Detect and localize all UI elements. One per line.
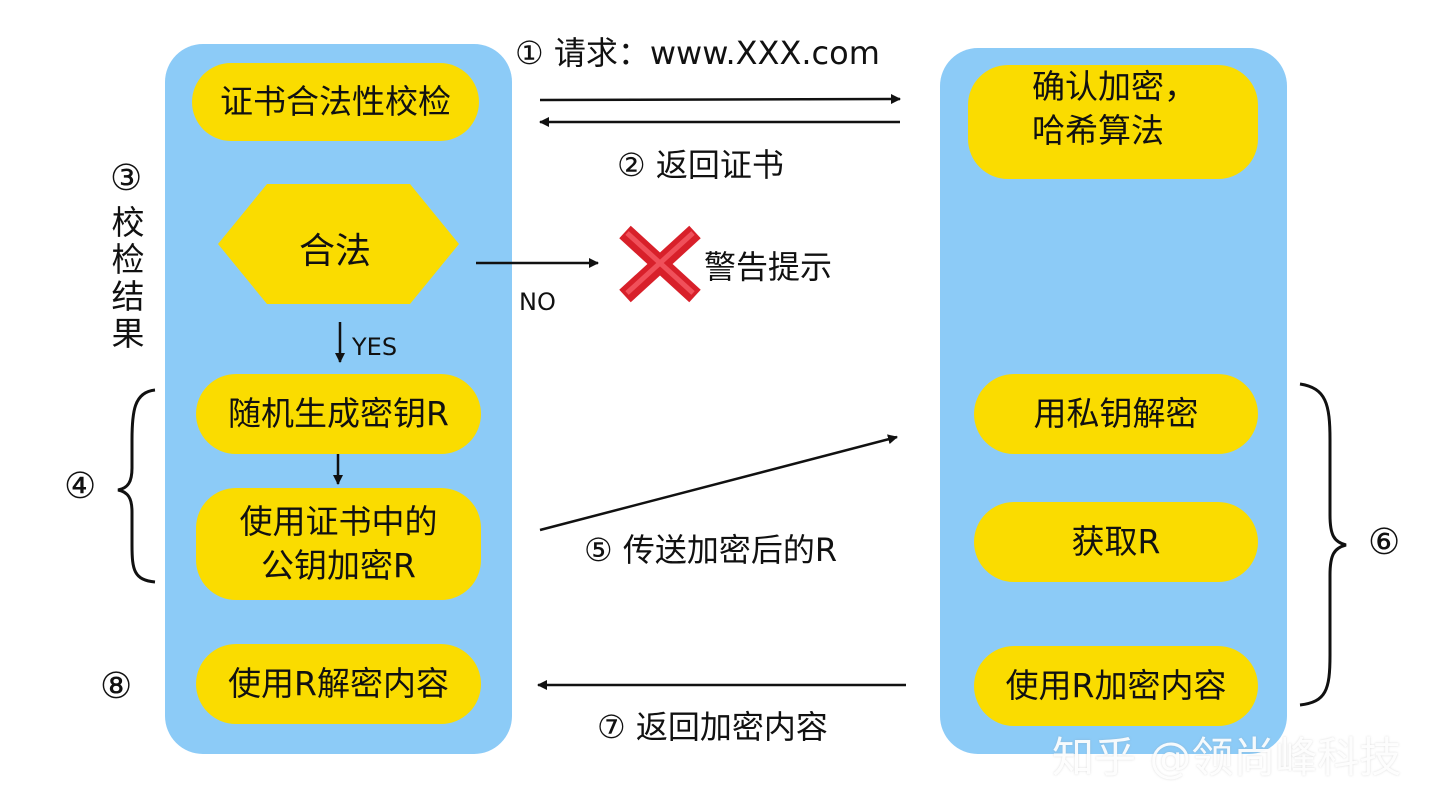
confirm-line1: 确认加密， (1032, 67, 1197, 106)
get-r-step: 获取R (974, 502, 1258, 582)
encrypt-r-line1: 使用证书中的 (239, 502, 438, 541)
step4-number: ④ (64, 466, 97, 507)
step3-text: 校 检 结 果 (108, 204, 148, 352)
step1-label: ① 请求：www.XXX.com (515, 34, 880, 72)
decrypt-content-step: 使用R解密内容 (196, 644, 481, 724)
step3-char-2: 检 (111, 240, 145, 279)
request-arrow (539, 94, 901, 105)
private-decrypt-step: 用私钥解密 (974, 374, 1258, 454)
step2-label: ② 返回证书 (617, 146, 784, 184)
watermark: 知乎 @领尚峰科技 (1052, 733, 1402, 782)
encrypt-content-step: 使用R加密内容 (974, 646, 1258, 726)
left-brace (117, 388, 156, 584)
no-label: NO (519, 288, 556, 316)
right-brace (1299, 382, 1347, 707)
step5-label: ⑤ 传送加密后的R (584, 531, 838, 569)
random-key-step: 随机生成密钥R (196, 374, 481, 454)
encrypt-r-step: 使用证书中的 公钥加密R (196, 488, 481, 600)
red-x-icon (619, 225, 701, 303)
step3-char-1: 校 (111, 203, 145, 242)
step3-char-4: 果 (111, 314, 145, 353)
confirm-line2: 哈希算法 (1032, 111, 1164, 150)
send-r-arrow (539, 434, 898, 532)
legal-label: 合法 (299, 231, 372, 272)
confirm-encryption-step: 确认加密， 哈希算法 (968, 65, 1258, 179)
step8-number: ⑧ (100, 666, 133, 707)
step7-label: ⑦ 返回加密内容 (597, 708, 828, 746)
step3-char-3: 结 (111, 277, 145, 316)
step3-number: ③ (110, 158, 143, 199)
verify-cert-step: 证书合法性校检 (192, 63, 479, 141)
encrypt-r-line2: 公钥加密R (261, 546, 416, 585)
step6-number: ⑥ (1368, 522, 1401, 563)
yes-label: YES (352, 333, 398, 361)
legal-decision-shape (218, 184, 459, 304)
warning-text: 警告提示 (704, 248, 833, 286)
